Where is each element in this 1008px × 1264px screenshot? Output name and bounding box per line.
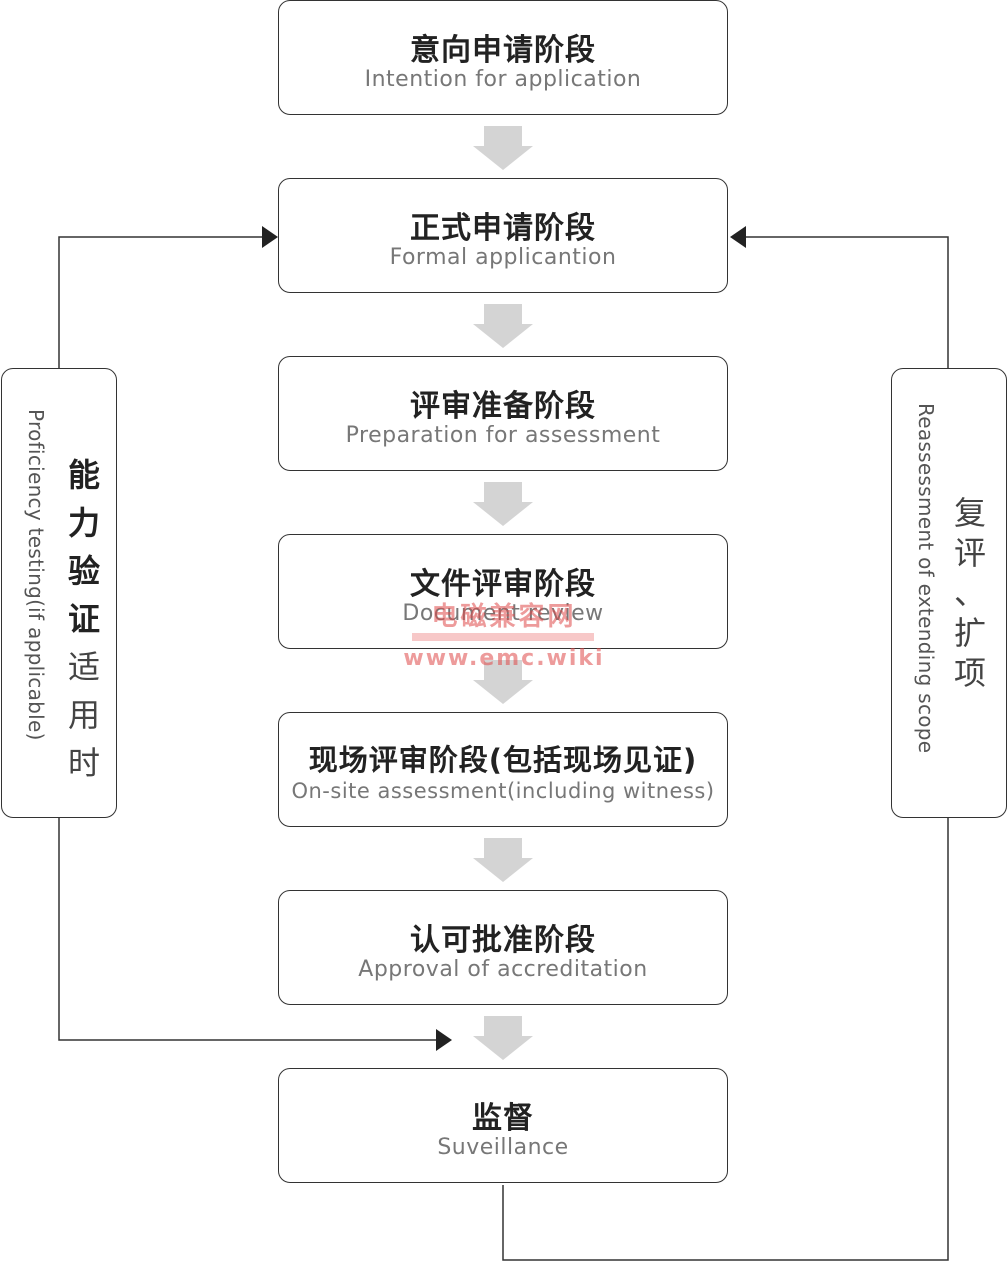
proficiency-testing-en: Proficiency testing(if applicable): [24, 409, 48, 741]
stage-title-zh: 文件评审阶段: [410, 567, 596, 602]
stage-title-en: Suveillance: [437, 1135, 569, 1160]
stage-title-en: Preparation for assessment: [345, 423, 661, 448]
reassessment-en: Reassessment of extending scope: [914, 403, 938, 754]
stage-title-en: Intention for application: [364, 67, 642, 92]
flow-arrow-4: [473, 660, 533, 704]
flow-arrow-3: [473, 482, 533, 526]
watermark-bar: [412, 633, 594, 641]
stage-formal-application: 正式申请阶段 Formal applicantion: [278, 178, 728, 293]
stage-intention: 意向申请阶段 Intention for application: [278, 0, 728, 115]
stage-title-en: Document review: [402, 601, 604, 626]
stage-title-zh: 认可批准阶段: [410, 923, 596, 958]
left-loop: [58, 236, 436, 1041]
watermark-text: 电磁兼容网: [431, 602, 577, 632]
left-loop-arrowhead-bottom: [436, 1029, 452, 1051]
stage-title-zh: 正式申请阶段: [410, 211, 596, 246]
stage-title-en: On-site assessment(including witness): [291, 779, 715, 803]
reassessment-box: Reassessment of extending scope 复 评 、 扩 …: [891, 368, 1007, 818]
stage-title-en: Approval of accreditation: [358, 957, 648, 982]
flow-arrow-6: [473, 1016, 533, 1060]
stage-title-zh: 监督: [472, 1101, 534, 1136]
flow-arrows: [473, 126, 533, 1060]
flow-arrow-1: [473, 126, 533, 170]
stage-title-zh: 评审准备阶段: [410, 389, 596, 424]
proficiency-testing-box: Proficiency testing(if applicable) 能 力 验…: [1, 368, 117, 818]
stage-title-zh: 现场评审阶段(包括现场见证): [308, 743, 698, 777]
stage-title-en: Formal applicantion: [389, 245, 617, 270]
watermark-url: www.emc.wiki: [403, 646, 605, 671]
stage-preparation: 评审准备阶段 Preparation for assessment: [278, 356, 728, 471]
right-loop: [502, 236, 949, 1261]
left-loop-arrowhead-top: [262, 226, 278, 248]
stage-document-review: 文件评审阶段 Document review: [278, 534, 728, 649]
reassessment-zh: 复 评 、 扩 项: [953, 494, 986, 692]
stage-onsite-assessment: 现场评审阶段(包括现场见证) On-site assessment(includ…: [278, 712, 728, 827]
flow-arrow-2: [473, 304, 533, 348]
stage-title-zh: 意向申请阶段: [410, 33, 596, 68]
right-loop-arrowhead: [730, 226, 746, 248]
flow-arrow-5: [473, 838, 533, 882]
stage-approval: 认可批准阶段 Approval of accreditation: [278, 890, 728, 1005]
proficiency-testing-zh: 能 力 验 证 适 用 时: [67, 456, 100, 782]
stage-surveillance: 监督 Suveillance: [278, 1068, 728, 1183]
